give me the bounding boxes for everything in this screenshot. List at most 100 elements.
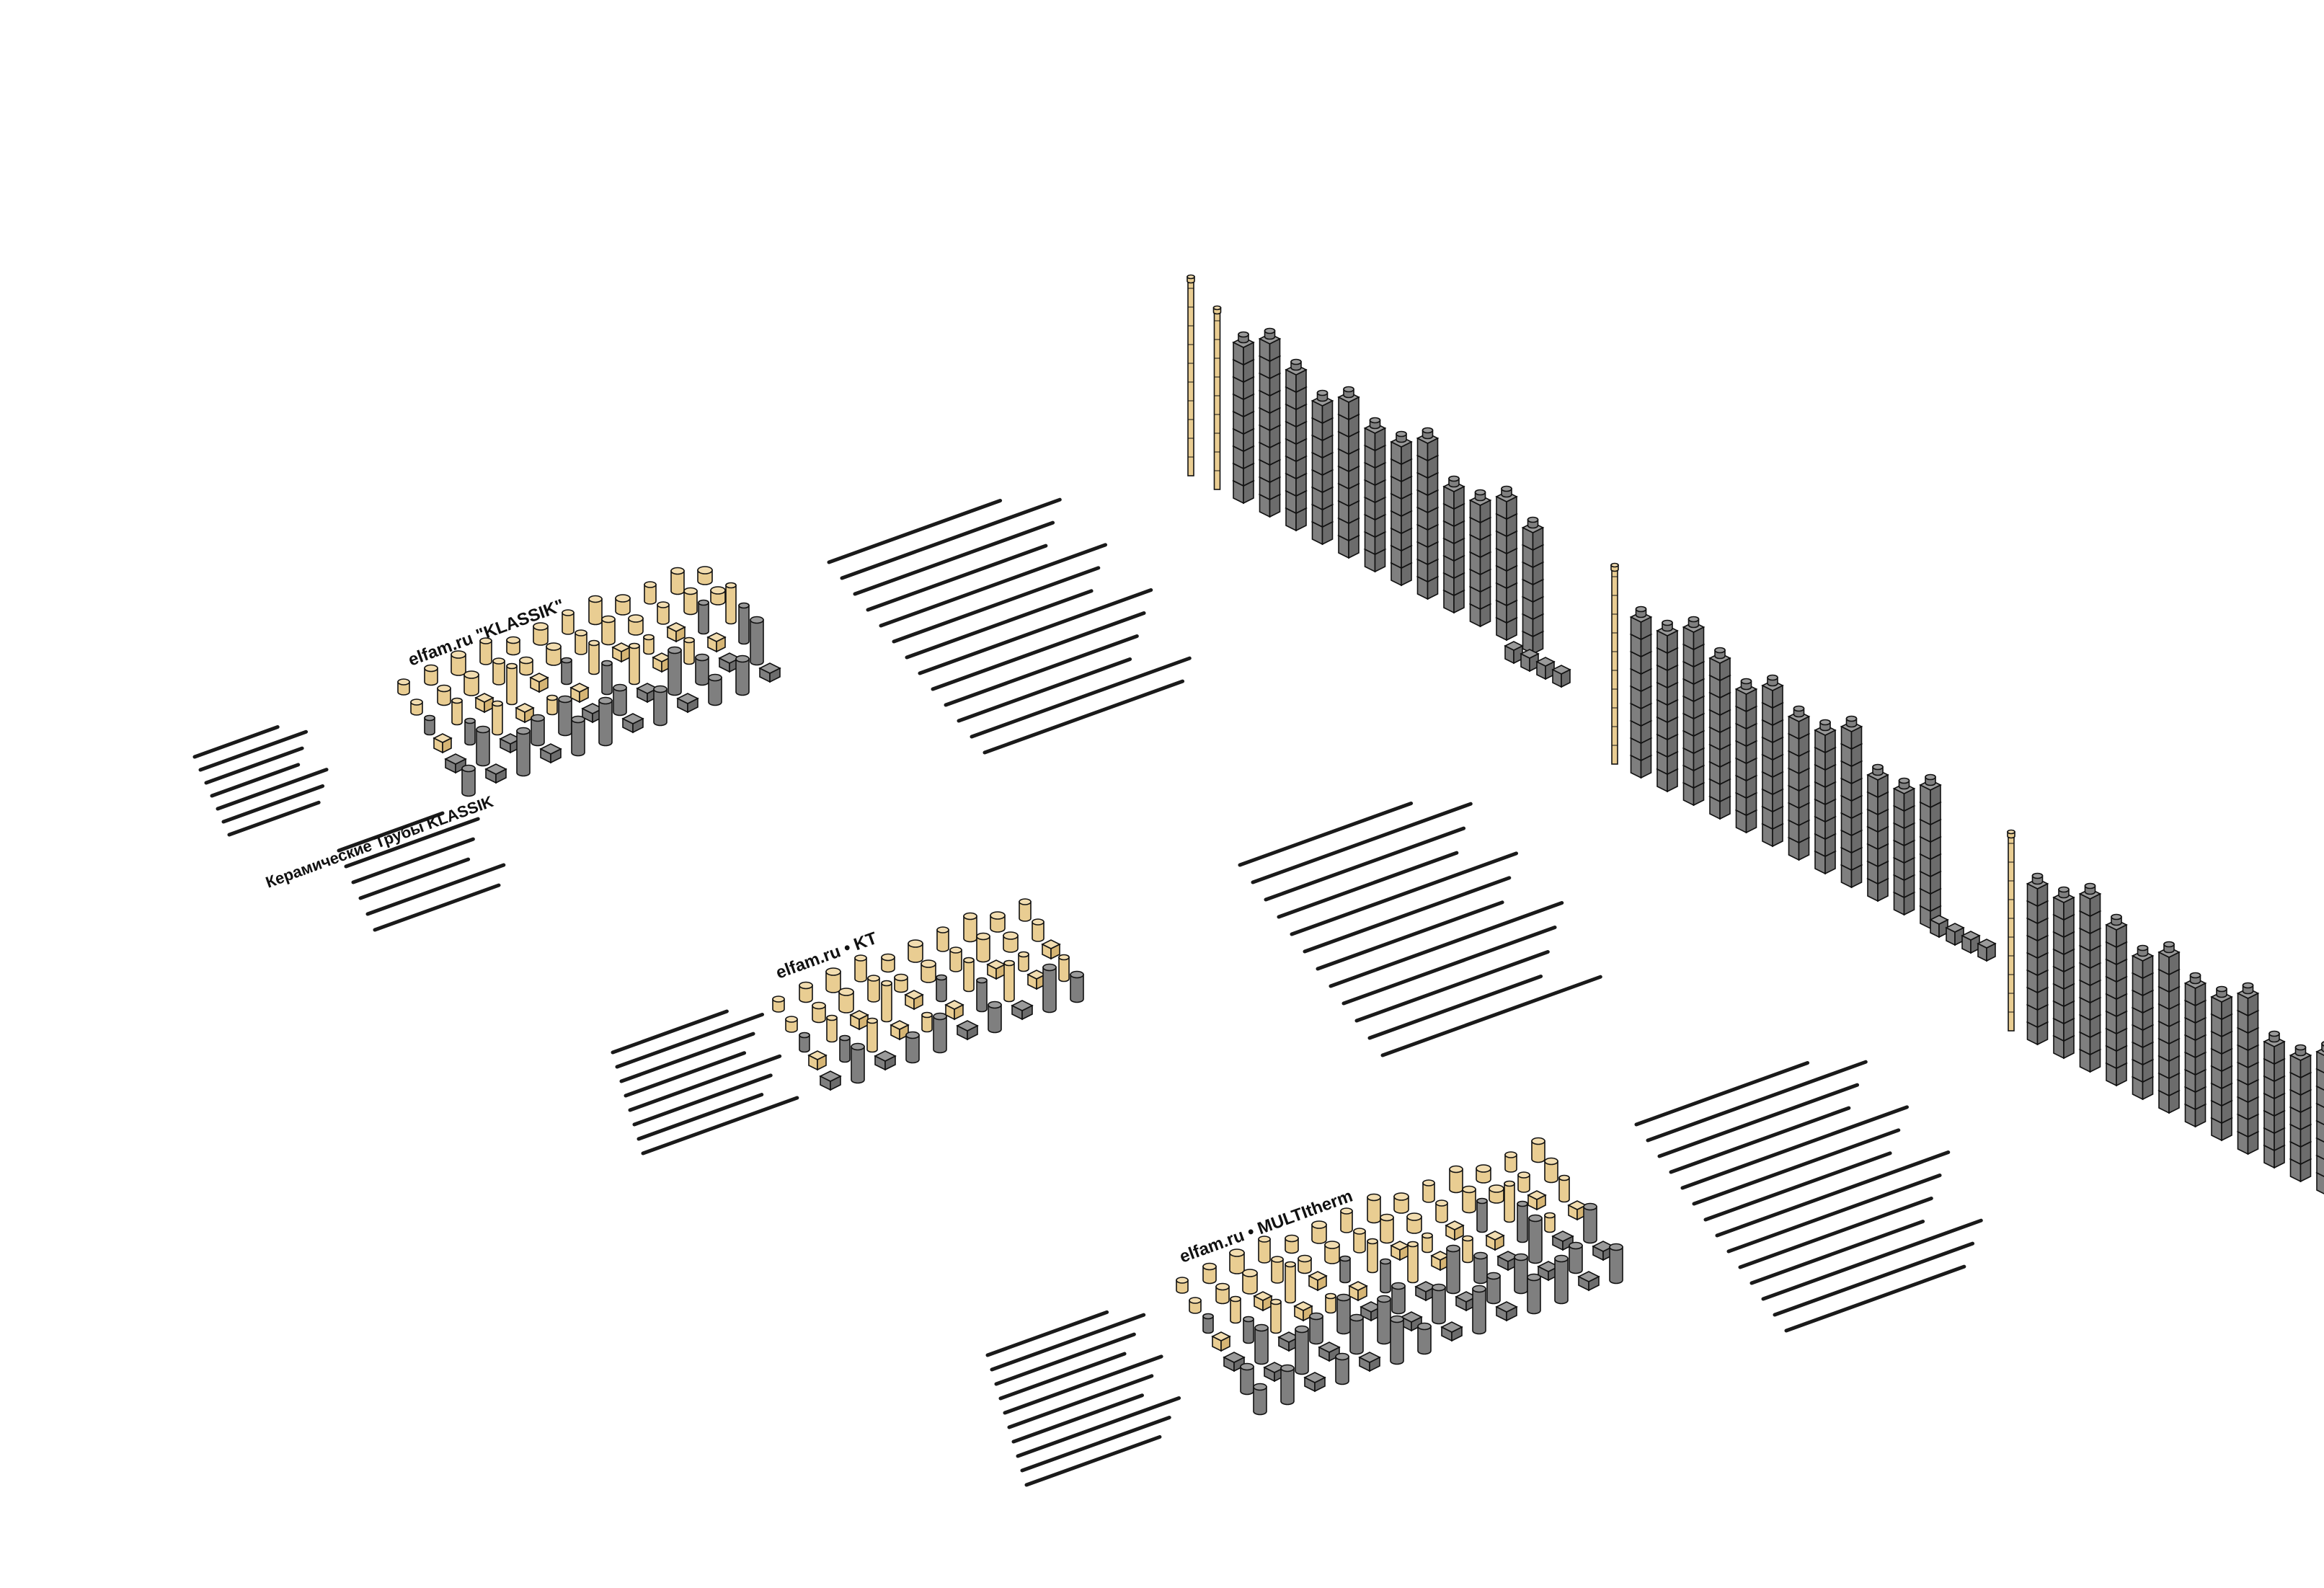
grey-sleeve — [1335, 1352, 1349, 1385]
label-line — [351, 837, 475, 884]
column-cap — [1635, 606, 1647, 618]
grey-sleeve — [1554, 1254, 1569, 1305]
column-cap — [2137, 944, 2149, 957]
cylinder-top — [1609, 1243, 1623, 1251]
cylinder-body — [644, 584, 657, 605]
cylinder-top — [1271, 1256, 1284, 1263]
cylinder-top — [1003, 931, 1019, 940]
label-line — [365, 863, 506, 916]
grey-stacked-column — [2131, 944, 2155, 1101]
cylinder-top — [683, 587, 698, 595]
cylinder-top — [1343, 386, 1354, 393]
grey-block — [539, 743, 562, 764]
brass-fitting — [533, 622, 549, 646]
label-block-bottom — [1634, 1060, 1983, 1333]
label-line — [1020, 1415, 1171, 1473]
grey-stacked-column — [2263, 1030, 2286, 1169]
cylinder-top — [1476, 1164, 1491, 1173]
cylinder-top — [1189, 1297, 1202, 1304]
brass-tee — [433, 733, 453, 754]
top-face — [1535, 657, 1556, 667]
cylinder-body — [1240, 1366, 1254, 1396]
top-face — [666, 622, 686, 632]
top-face — [1551, 1230, 1574, 1242]
column-cap — [2242, 982, 2254, 995]
brass-tee — [1445, 1220, 1465, 1241]
cylinder-body — [1528, 1217, 1543, 1264]
cylinder-body — [1242, 1272, 1258, 1295]
label-line — [1646, 1060, 1868, 1143]
cylinder-body — [695, 657, 709, 686]
cylinder-top — [461, 764, 476, 773]
column-segment — [2183, 977, 2207, 1007]
cylinder-body — [933, 1016, 947, 1054]
cylinder-body — [698, 602, 709, 635]
cylinder-top — [644, 581, 657, 588]
cylinder-body — [936, 929, 949, 952]
column-cap — [2189, 972, 2201, 985]
top-face — [1303, 1372, 1326, 1383]
cylinder-top — [735, 655, 750, 663]
cylinder-body — [1517, 1174, 1530, 1193]
cylinder-body — [588, 642, 600, 675]
cylinder-top — [588, 639, 600, 647]
cylinder-top — [1264, 327, 1276, 334]
brass-fitting — [1340, 1207, 1353, 1233]
cylinder-top — [949, 946, 962, 954]
top-face — [1527, 1190, 1547, 1200]
top-face — [1430, 1251, 1450, 1261]
cylinder-body — [562, 612, 575, 635]
brass-fitting — [1271, 1256, 1284, 1284]
cylinder-top — [1474, 489, 1486, 496]
fitting — [698, 599, 709, 635]
cylinder-body — [1335, 1356, 1349, 1385]
cylinder-body — [936, 977, 947, 1003]
cylinder-body — [1295, 1328, 1309, 1375]
cylinder-top — [479, 637, 492, 644]
brass-tee — [706, 632, 727, 653]
cylinder-body — [1377, 1298, 1391, 1345]
cylinder-top — [1793, 705, 1805, 712]
cylinder-top — [799, 981, 813, 990]
cylinder-top — [1311, 1220, 1327, 1229]
brass-fitting — [519, 656, 533, 676]
cylinder-top — [2216, 985, 2227, 993]
cylinder-top — [1514, 1253, 1528, 1261]
label-line — [892, 566, 1101, 644]
cylinder-body — [1422, 1182, 1435, 1203]
label-line — [1749, 1219, 1925, 1285]
cylinder-top — [1925, 773, 1936, 781]
cylinder-top — [988, 1001, 1002, 1009]
grey-sleeve — [1473, 1251, 1488, 1285]
cylinder-top — [1212, 305, 1222, 311]
cylinder-top — [1254, 1323, 1269, 1332]
cylinder-top — [1290, 358, 1302, 365]
cylinder-body — [1309, 1316, 1323, 1345]
brass-fitting — [1311, 1220, 1327, 1244]
grey-sleeve — [1070, 970, 1084, 1003]
small-block — [1535, 657, 1556, 680]
rod-cap — [1212, 305, 1222, 315]
label-line — [1329, 901, 1564, 988]
column-segment — [1416, 433, 1440, 462]
grey-block — [1496, 1251, 1520, 1272]
cylinder-top — [464, 670, 479, 679]
cylinder-body — [1280, 1367, 1295, 1406]
cylinder-top — [1349, 1313, 1364, 1322]
brass-fitting — [1435, 1199, 1448, 1223]
fitting — [1462, 1235, 1473, 1264]
cylinder-top — [533, 622, 549, 631]
cylinder-top — [963, 912, 977, 921]
fitting — [629, 642, 640, 686]
cylinder-body — [546, 646, 562, 666]
fitting — [1517, 1200, 1528, 1243]
label-line — [615, 1012, 765, 1069]
column-segment — [1310, 395, 1334, 425]
cylinder-top — [397, 678, 410, 686]
brass-tee — [529, 673, 549, 693]
cylinder-body — [1432, 1287, 1446, 1325]
cylinder-body — [785, 1019, 798, 1033]
label-line — [1011, 1393, 1144, 1444]
label-line — [1669, 1106, 1851, 1174]
grey-block — [636, 683, 659, 704]
